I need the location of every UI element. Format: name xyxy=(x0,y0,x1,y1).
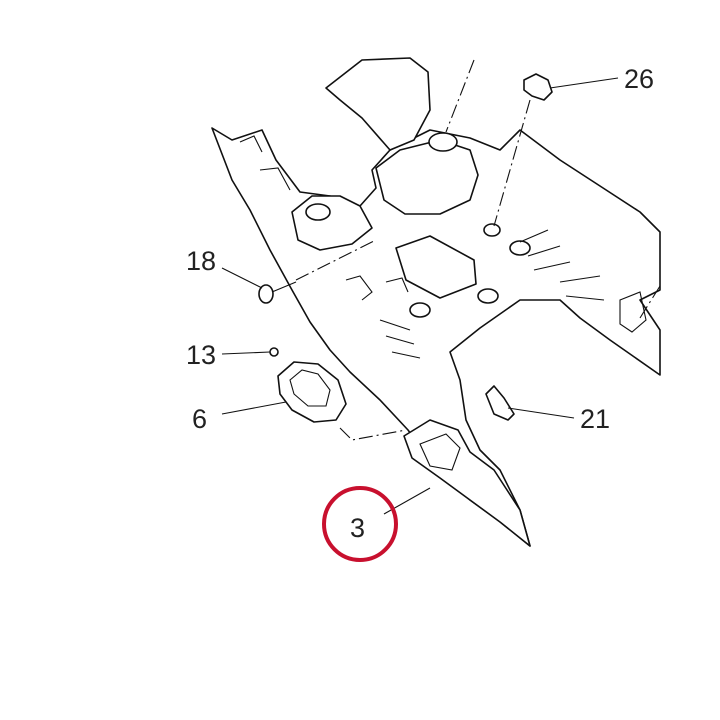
leader-21 xyxy=(507,407,575,419)
leader-6 xyxy=(221,401,287,415)
callout-6: 6 xyxy=(192,404,207,434)
callout-21: 21 xyxy=(580,404,610,434)
callout-18: 18 xyxy=(186,246,216,276)
part-6-pad xyxy=(277,361,347,423)
leader-18 xyxy=(221,267,263,289)
callout-26: 26 xyxy=(624,64,654,94)
frame-assembly xyxy=(211,57,661,547)
part-26-clip xyxy=(523,73,553,101)
highlight-circle xyxy=(322,486,398,562)
part-13-screw xyxy=(269,347,279,357)
part-21-plug xyxy=(485,385,515,421)
leader-3 xyxy=(383,487,431,515)
leader-26 xyxy=(549,77,619,89)
axis-line-6 xyxy=(339,427,407,441)
callout-3: 3 xyxy=(350,513,365,543)
axis-line-26 xyxy=(493,99,531,227)
axis-line-right xyxy=(639,285,661,319)
axis-line-top xyxy=(445,59,475,133)
axis-line-18 xyxy=(295,239,377,281)
part-18-pin xyxy=(258,281,297,304)
callout-13: 13 xyxy=(186,340,216,370)
leader-13 xyxy=(221,351,271,355)
